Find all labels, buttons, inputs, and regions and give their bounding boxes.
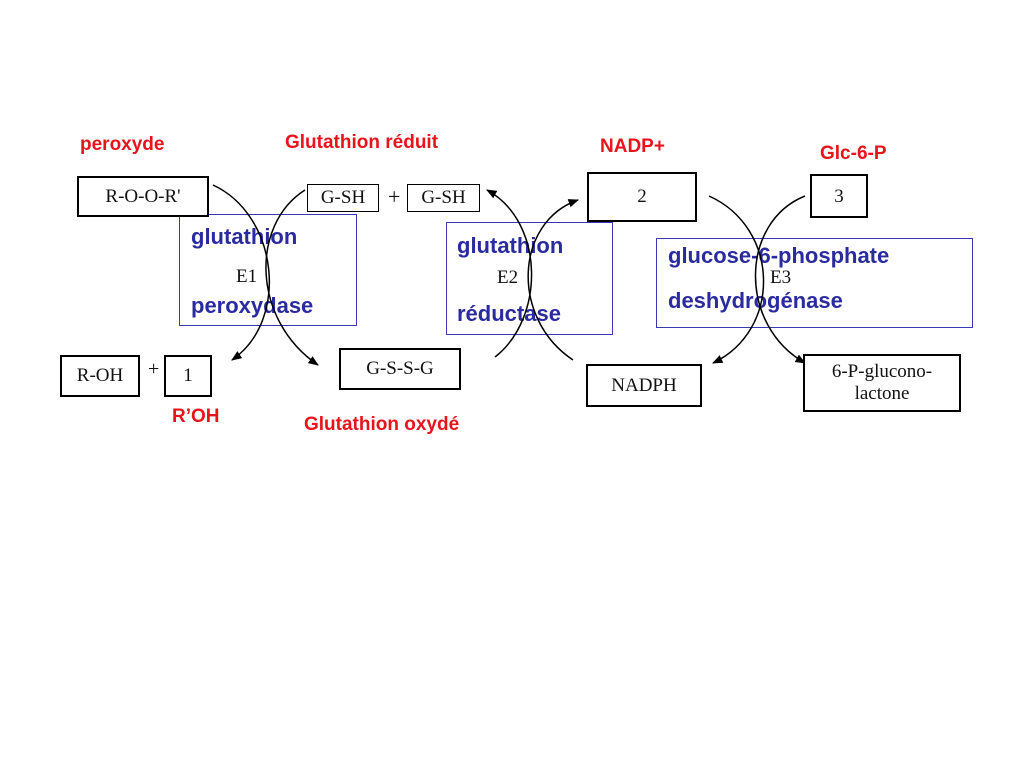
- enzyme-e1-name-line2: peroxydase: [191, 293, 314, 318]
- enzyme-e2-name-line1: glutathion: [457, 233, 564, 258]
- box-gsh-1: G-SH: [307, 184, 379, 212]
- box-2: 2: [587, 172, 697, 222]
- enzyme-e2-name-line2: réductase: [457, 301, 561, 326]
- enzyme-e3-name-line1: glucose-6-phosphate: [668, 243, 890, 268]
- enzyme-e3-code: E3: [770, 267, 792, 288]
- label-glc6p: Glc-6-P: [820, 143, 887, 164]
- box-3: 3: [810, 174, 868, 218]
- box-roh: R-OH: [60, 355, 140, 397]
- enzyme-e2-code: E2: [497, 267, 519, 288]
- label-nadp-plus: NADP+: [600, 136, 665, 157]
- gluconolactone-line1: 6-P-glucono-: [831, 361, 933, 382]
- plus-sign-bottom: +: [148, 358, 160, 380]
- box-roor: R-O-O-R': [77, 176, 209, 217]
- arc-e1-peroxyde-to-roh: [212, 184, 271, 361]
- enzyme-box-e3: [656, 238, 973, 328]
- box-gssg: G-S-S-G: [339, 348, 461, 390]
- box-1: 1: [164, 355, 212, 397]
- arc-e2-gssg-to-gsh: [486, 189, 533, 358]
- plus-sign-top: +: [388, 184, 401, 209]
- box-nadph: NADPH: [586, 364, 702, 407]
- enzyme-box-e1: [179, 214, 357, 326]
- arc-e3-glc6p-to-lactone: [754, 195, 806, 364]
- label-roh: R’OH: [172, 406, 220, 427]
- enzyme-box-e2: [446, 222, 613, 335]
- box-gluconolactone: 6-P-glucono- lactone: [803, 354, 961, 412]
- enzyme-e3-name-line2: deshydrogénase: [668, 288, 843, 313]
- label-glutathion-reduit: Glutathion réduit: [285, 132, 439, 153]
- box-gsh-2: G-SH: [407, 184, 480, 212]
- gluconolactone-line2: lactone: [854, 383, 910, 404]
- arc-e2-nadph-to-nadp: [527, 199, 579, 361]
- label-peroxyde: peroxyde: [80, 134, 165, 155]
- enzyme-e1-code: E1: [236, 266, 258, 287]
- arc-e1-gsh-to-gssg: [265, 189, 319, 366]
- label-glutathion-oxyde: Glutathion oxydé: [304, 414, 460, 435]
- arc-e3-nadp-to-nadph: [708, 195, 765, 364]
- enzyme-e1-name-line1: glutathion: [191, 224, 298, 249]
